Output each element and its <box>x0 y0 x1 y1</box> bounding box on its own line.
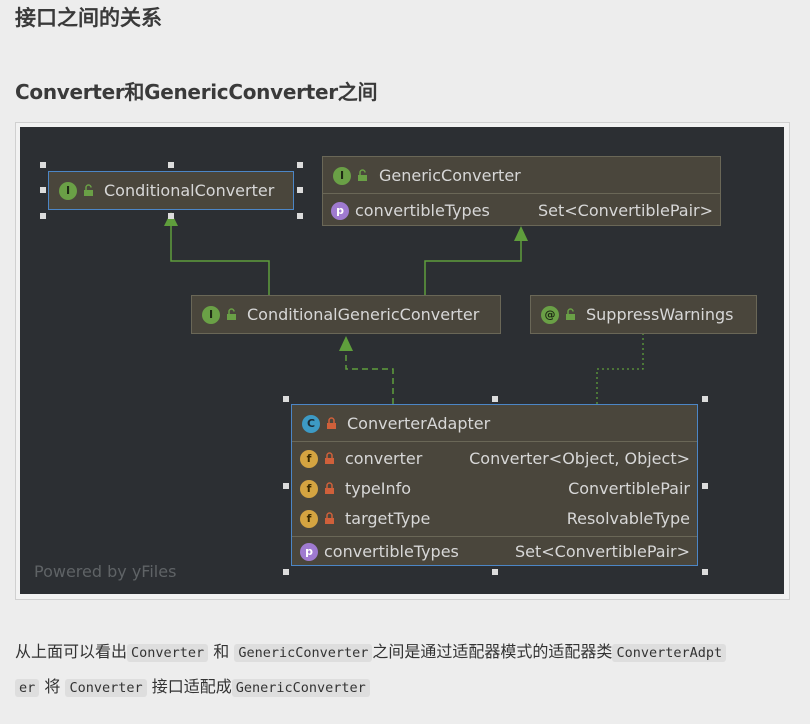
node-name: ConditionalGenericConverter <box>247 305 480 324</box>
paragraph-text: 和 <box>213 642 230 661</box>
inline-code: Converter <box>65 679 147 697</box>
field-icon: f <box>300 509 318 528</box>
selection-handle[interactable] <box>283 483 289 489</box>
field-type: ConvertiblePair <box>568 479 690 498</box>
selection-handle[interactable] <box>702 396 708 402</box>
field-type: Converter<Object, Object> <box>469 449 690 468</box>
member-name: convertibleTypes <box>355 201 490 220</box>
field-name: converter <box>345 449 423 468</box>
paragraph-text: 之间是通过适配器模式的适配器类 <box>372 642 613 661</box>
lock-open-icon <box>83 184 95 197</box>
interface-icon: I <box>59 181 77 200</box>
node-generic-converter[interactable]: I GenericConverter p convertibleTypes Se… <box>322 156 721 226</box>
lock-closed-icon <box>326 417 338 430</box>
lock-closed-icon <box>324 512 336 525</box>
selection-handle[interactable] <box>40 213 46 219</box>
interface-icon: I <box>202 305 220 324</box>
inline-code: Converter <box>127 644 209 662</box>
inline-code: GenericConverter <box>234 644 373 662</box>
property-name: convertibleTypes <box>324 542 459 561</box>
lock-open-icon <box>565 308 577 321</box>
interface-icon: I <box>333 166 351 185</box>
selection-handle[interactable] <box>40 162 46 168</box>
lock-open-icon <box>226 308 238 321</box>
node-conditional-converter[interactable]: I ConditionalConverter <box>48 171 294 210</box>
selection-handle[interactable] <box>40 187 46 193</box>
node-converter-adapter[interactable]: C ConverterAdapter f converter Converter… <box>291 404 698 566</box>
selection-handle[interactable] <box>168 213 174 219</box>
yfiles-watermark: Powered by yFiles <box>34 562 177 581</box>
selection-handle[interactable] <box>297 187 303 193</box>
section-heading: 接口之间的关系 <box>15 6 162 30</box>
field-name: targetType <box>345 509 431 528</box>
member-type: Set<ConvertiblePair> <box>538 201 713 220</box>
node-name: SuppressWarnings <box>586 305 734 324</box>
selection-handle[interactable] <box>702 569 708 575</box>
lock-closed-icon <box>324 452 336 465</box>
class-icon: C <box>302 414 320 433</box>
selection-handle[interactable] <box>702 483 708 489</box>
inline-code: GenericConverter <box>231 679 370 697</box>
field-icon: f <box>300 449 318 468</box>
selection-handle[interactable] <box>283 396 289 402</box>
property-icon: p <box>331 201 349 220</box>
selection-handle[interactable] <box>297 162 303 168</box>
property-type: Set<ConvertiblePair> <box>515 542 690 561</box>
node-name: ConditionalConverter <box>104 181 275 200</box>
annotation-icon: @ <box>541 305 559 324</box>
property-icon: p <box>300 542 318 561</box>
subsection-heading: Converter和GenericConverter之间 <box>15 80 378 104</box>
selection-handle[interactable] <box>283 569 289 575</box>
selection-handle[interactable] <box>492 569 498 575</box>
node-name: GenericConverter <box>379 166 521 185</box>
inline-code: er <box>15 679 40 697</box>
paragraph-text: 将 <box>44 677 61 696</box>
selection-handle[interactable] <box>297 213 303 219</box>
node-name: ConverterAdapter <box>347 414 491 433</box>
inline-code: ConverterAdpt <box>612 644 727 662</box>
field-icon: f <box>300 479 318 498</box>
lock-open-icon <box>357 169 369 182</box>
paragraph-text: 接口适配成 <box>151 677 232 696</box>
lock-closed-icon <box>324 482 336 495</box>
node-conditional-generic-converter[interactable]: I ConditionalGenericConverter <box>191 295 501 334</box>
selection-handle[interactable] <box>492 396 498 402</box>
node-suppress-warnings[interactable]: @ SuppressWarnings <box>530 295 757 334</box>
field-type: ResolvableType <box>566 509 690 528</box>
paragraph-text: 从上面可以看出 <box>15 642 128 661</box>
field-name: typeInfo <box>345 479 412 498</box>
selection-handle[interactable] <box>168 162 174 168</box>
